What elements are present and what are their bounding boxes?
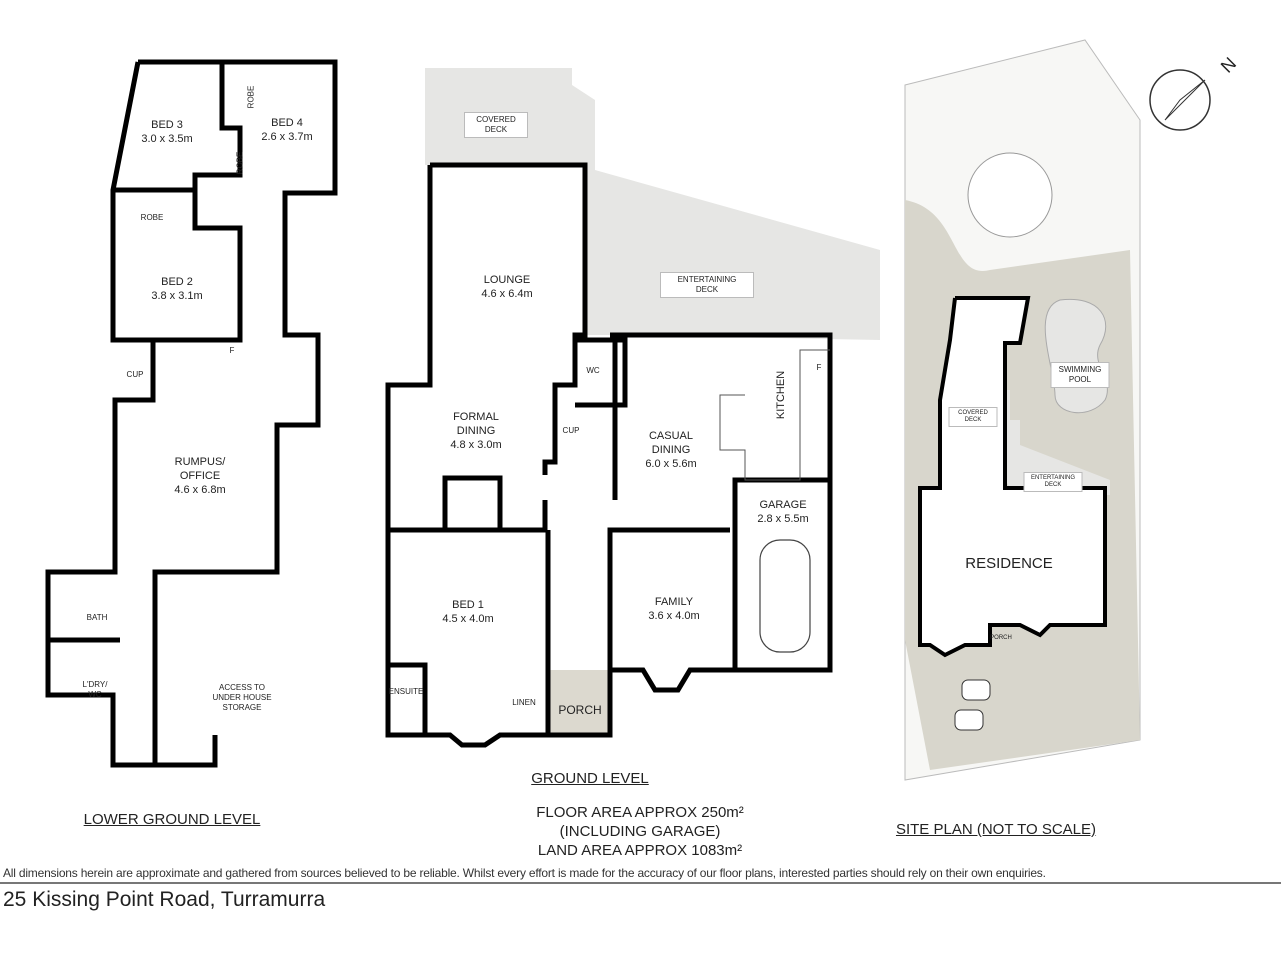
room-name: FORMAL DINING: [453, 411, 499, 437]
room-dims: 4.8 x 3.0m: [450, 439, 502, 451]
room-casual-dining: CASUAL DINING 6.0 x 5.6m: [631, 429, 711, 471]
label-porch: PORCH: [990, 635, 1012, 641]
room-dims: 4.6 x 6.8m: [174, 484, 226, 496]
room-name: BED 1: [452, 599, 484, 611]
lower-ground-title: LOWER GROUND LEVEL: [83, 811, 261, 828]
label-under-house-storage: ACCESS TO UNDER HOUSE STORAGE: [212, 683, 272, 712]
area-summary: FLOOR AREA APPROX 250m² (INCLUDING GARAG…: [536, 803, 744, 860]
room-dims: 6.0 x 5.6m: [645, 458, 697, 470]
label-residence: RESIDENCE: [965, 555, 1053, 572]
label-laundry-wc: L'DRY/ WC: [82, 680, 108, 699]
room-bed-3: BED 3 3.0 x 3.5m: [141, 118, 192, 146]
divider: [0, 882, 1281, 884]
room-dims: 2.8 x 5.5m: [757, 513, 809, 525]
room-name: BED 2: [161, 276, 193, 288]
entertaining-deck-area: [572, 85, 880, 340]
room-dims: 3.8 x 3.1m: [151, 290, 203, 302]
room-formal-dining: FORMAL DINING 4.8 x 3.0m: [436, 410, 516, 452]
land-area: LAND AREA APPROX 1083m²: [537, 842, 743, 859]
room-dims: 3.0 x 3.5m: [141, 133, 193, 145]
car-icon: [759, 539, 811, 653]
room-name: BED 4: [271, 117, 303, 129]
north-arrow-icon: [1149, 69, 1211, 131]
room-dims: 2.6 x 3.7m: [261, 131, 313, 143]
room-family: FAMILY 3.6 x 4.0m: [648, 595, 699, 623]
label-porch: PORCH: [558, 703, 602, 717]
label-ensuite: ENSUITE: [388, 687, 424, 696]
room-bed-4: BED 4 2.6 x 3.7m: [261, 116, 312, 144]
label-fridge: F: [816, 363, 822, 372]
label-bath: BATH: [86, 613, 108, 622]
lower-ground-walls: [45, 59, 338, 768]
porch-area: [548, 670, 612, 735]
label-cupboard: CUP: [562, 426, 580, 435]
room-rumpus-office: RUMPUS/ OFFICE 4.6 x 6.8m: [160, 455, 240, 497]
room-name: RUMPUS/ OFFICE: [174, 456, 226, 482]
label-linen: LINEN: [512, 698, 536, 707]
label-cupboard: CUP: [126, 370, 144, 379]
label-swimming-pool: SWIMMING POOL: [1050, 362, 1110, 388]
label-fridge: F: [229, 346, 235, 355]
floor-area: FLOOR AREA APPROX 250m²: [536, 804, 744, 821]
label-robe: ROBE: [246, 85, 256, 109]
label-wc: WC: [586, 366, 600, 375]
room-dims: 4.5 x 4.0m: [442, 613, 494, 625]
including-garage-note: (INCLUDING GARAGE): [559, 823, 721, 840]
room-lounge: LOUNGE 4.6 x 6.4m: [481, 273, 532, 301]
label-entertaining-deck: ENTERTAINING DECK: [660, 272, 754, 298]
ground-level-title: GROUND LEVEL: [531, 770, 649, 787]
label-covered-deck: COVERED DECK: [948, 407, 998, 427]
room-bed-2: BED 2 3.8 x 3.1m: [151, 275, 202, 303]
room-dims: 4.6 x 6.4m: [481, 288, 533, 300]
room-bed-1: BED 1 4.5 x 4.0m: [442, 598, 493, 626]
site-plan-drawing: [904, 39, 1141, 781]
room-dims: 3.6 x 4.0m: [648, 610, 700, 622]
label-robe: ROBE: [140, 213, 164, 222]
site-plan-title: SITE PLAN (NOT TO SCALE): [895, 821, 1097, 838]
property-address: 25 Kissing Point Road, Turramurra: [3, 888, 326, 911]
label-entertaining-deck: ENTERTAINING DECK: [1023, 472, 1083, 492]
label-kitchen: KITCHEN: [775, 370, 787, 420]
label-robe: ROBE: [235, 151, 245, 175]
room-garage: GARAGE 2.8 x 5.5m: [757, 498, 808, 526]
room-name: FAMILY: [654, 596, 694, 608]
ground-level-walls: [385, 162, 833, 748]
room-name: GARAGE: [759, 499, 807, 511]
disclaimer: All dimensions herein are approximate an…: [3, 866, 1046, 880]
kitchen-counter: [719, 349, 830, 481]
label-covered-deck: COVERED DECK: [464, 112, 528, 138]
room-name: CASUAL DINING: [648, 430, 694, 456]
room-name: LOUNGE: [483, 274, 531, 286]
room-name: BED 3: [151, 119, 183, 131]
